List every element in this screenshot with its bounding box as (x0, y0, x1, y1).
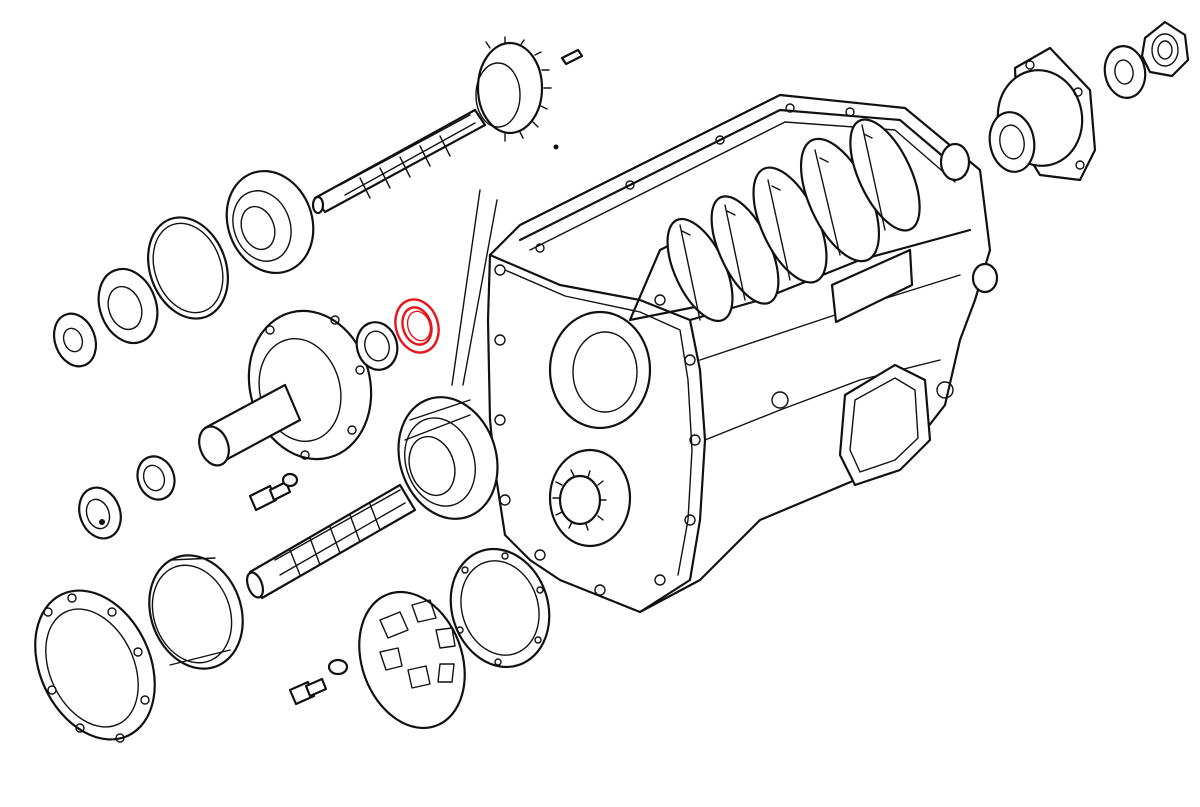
bolt-lower[interactable] (288, 677, 328, 706)
lock-washer-lower[interactable] (327, 658, 349, 676)
washer-upper-left[interactable] (47, 308, 103, 372)
seal-ring[interactable] (389, 294, 446, 358)
input-gear (476, 41, 544, 135)
dowel-pin (560, 48, 584, 66)
oil-seal-upper[interactable] (89, 261, 168, 352)
seal-sleeve[interactable] (134, 542, 258, 682)
rear-gasket[interactable] (436, 536, 564, 680)
countershaft-gear-stub (552, 469, 607, 531)
bearing-retainer[interactable] (194, 297, 387, 473)
bolt-upper[interactable] (248, 480, 292, 512)
input-bearing[interactable] (213, 159, 328, 285)
transmission-housing[interactable] (486, 93, 999, 614)
input-bore (548, 310, 652, 430)
output-flange[interactable] (985, 46, 1097, 182)
name-plate (830, 248, 914, 324)
needle-bearing[interactable] (132, 451, 181, 505)
rear-output-stub (939, 142, 971, 182)
synchro-drum (397, 396, 499, 520)
flange-nut[interactable] (1140, 20, 1190, 78)
ball-bearing-small[interactable] (72, 482, 127, 545)
internal-gear-stack (628, 118, 921, 323)
assembly-guide-lines (451, 189, 498, 386)
mainshaft[interactable] (244, 384, 513, 600)
input-shaft[interactable] (311, 36, 584, 215)
flange-washer[interactable] (1101, 43, 1149, 101)
housing-bolt-holes (494, 103, 855, 596)
thrust-washer[interactable] (351, 318, 402, 375)
rear-cover-plate[interactable] (341, 577, 483, 743)
snap-ring-large[interactable] (135, 206, 242, 330)
lock-washer-upper[interactable] (281, 472, 299, 488)
side-inspection-cover[interactable] (838, 363, 932, 487)
front-gasket[interactable] (12, 571, 178, 759)
